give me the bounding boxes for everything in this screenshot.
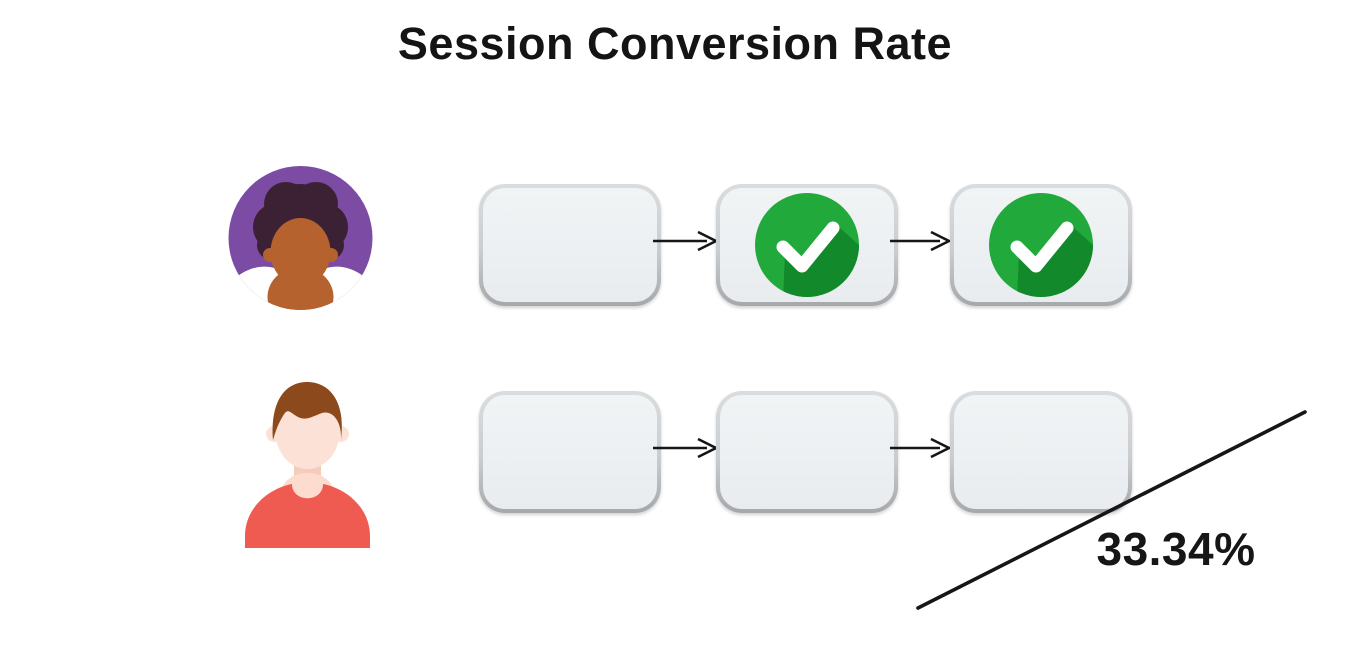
avatar-unconverted-user — [240, 376, 375, 553]
funnel-step-box — [950, 391, 1132, 513]
arrow-right-icon — [653, 437, 719, 459]
funnel-step-box — [716, 184, 898, 306]
conversion-rate-value: 33.34% — [1096, 523, 1256, 575]
funnel-step-box — [479, 391, 661, 513]
funnel-step-box — [950, 184, 1132, 306]
check-icon — [989, 193, 1093, 297]
woman-avatar-icon — [228, 166, 373, 310]
check-icon — [755, 193, 859, 297]
avatar-converted-user — [228, 166, 373, 317]
arrow-right-icon — [890, 437, 952, 459]
funnel-step-box — [716, 391, 898, 513]
arrow-right-icon — [890, 230, 952, 252]
funnel-step-box — [479, 184, 661, 306]
man-avatar-icon — [245, 382, 370, 548]
diagonal-trend-line — [916, 410, 1307, 610]
page-title: Session Conversion Rate — [397, 18, 953, 69]
arrow-right-icon — [653, 230, 719, 252]
